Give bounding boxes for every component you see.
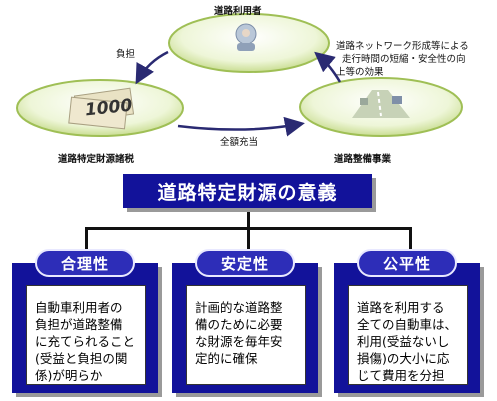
card-line: 負担が道路整備 [35, 317, 123, 332]
effect-line-1: 道路ネットワーク形成等による [336, 41, 469, 52]
project-label: 道路整備事業 [334, 154, 392, 165]
card-body: 計画的な道路整 備のために必要 な財源を毎年安 定的に確保 [186, 285, 306, 385]
full-allocation-label: 全額充当 [220, 137, 259, 148]
allocation-arrow [177, 116, 305, 137]
card-body: 自動車利用者の 負担が道路整備 に充てられること (受益と負担の関 係)が明らか [26, 285, 146, 385]
burden-label: 負担 [116, 49, 136, 60]
card-line: 定的に確保 [195, 351, 258, 366]
effect-text: 道路ネットワーク形成等による 走行時間の短縮・安全性の向 上等の効果 [336, 40, 469, 79]
page-title: 道路特定財源の意義 [123, 174, 372, 208]
card-line: (受益と負担の関 [35, 351, 128, 366]
connector-left [85, 227, 88, 249]
card-line: 計画的な道路整 [195, 300, 283, 315]
person-icon [235, 23, 257, 51]
road-users-label: 道路利用者 [214, 6, 262, 17]
card-heading: 公平性 [357, 249, 457, 277]
card-heading: 安定性 [195, 249, 295, 277]
card-line: 備のために必要 [195, 317, 283, 332]
card-line: じて費用を分担 [357, 368, 445, 383]
effect-line-2: 走行時間の短縮・安全性の向 [342, 54, 466, 65]
connector-vertical-main [247, 212, 250, 229]
cycle-diagram [16, 13, 463, 137]
connector-right [409, 227, 412, 249]
card-line: 損傷)の大小に応 [357, 351, 450, 366]
card-body: 道路を利用する 全ての自動車は、 利用(受益ないし 損傷)の大小に応 じて費用を… [348, 285, 468, 385]
card-line: 係)が明らか [35, 368, 103, 383]
card-line: 自動車利用者の [35, 300, 123, 315]
card-line: に充てられること [35, 334, 136, 349]
card-line: 利用(受益ないし [357, 334, 450, 349]
effect-arrow [314, 51, 342, 83]
effect-line-3: 上等の効果 [336, 67, 384, 78]
road-construction-icon [352, 90, 410, 118]
card-line: 道路を利用する [357, 300, 445, 315]
card-line: 全ての自動車は、 [357, 317, 458, 332]
card-heading: 合理性 [35, 249, 135, 277]
burden-arrow [135, 50, 169, 85]
card-fairness: 公平性 道路を利用する 全ての自動車は、 利用(受益ないし 損傷)の大小に応 じ… [334, 249, 480, 393]
banknote-icon [68, 87, 135, 130]
tax-label: 道路特定財源諸税 [58, 154, 135, 165]
card-rationality: 合理性 自動車利用者の 負担が道路整備 に充てられること (受益と負担の関 係)… [12, 249, 158, 393]
card-stability: 安定性 計画的な道路整 備のために必要 な財源を毎年安 定的に確保 [172, 249, 318, 393]
connector-center [247, 227, 250, 249]
card-line: な財源を毎年安 [195, 334, 283, 349]
